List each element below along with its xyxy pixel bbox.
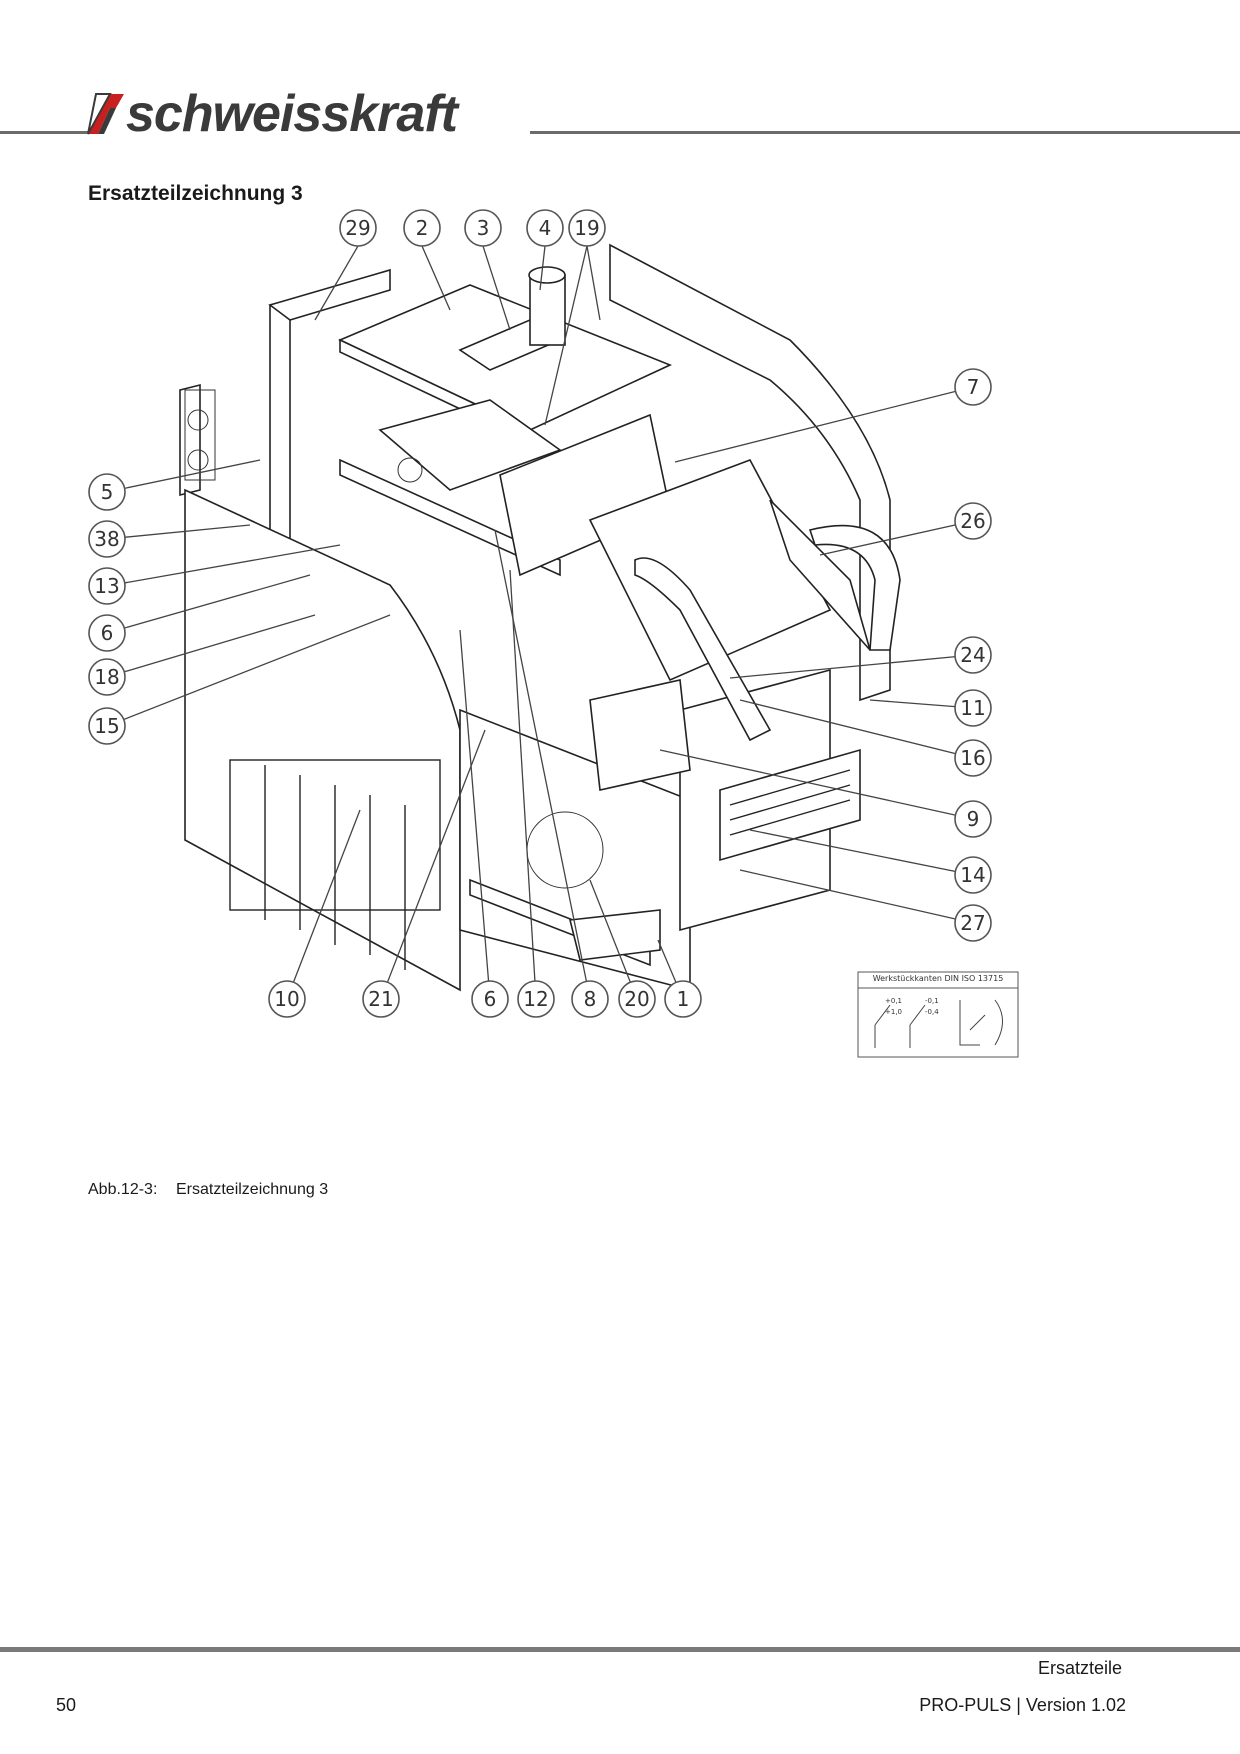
- header-rule-right: [530, 131, 1240, 134]
- callout-10: 10: [268, 980, 306, 1018]
- leader-lines: [106, 245, 974, 1000]
- svg-text:26: 26: [960, 509, 985, 533]
- svg-text:+0,1: +0,1: [885, 997, 902, 1005]
- figure-caption: Abb.12-3: Ersatzteilzeichnung 3: [88, 1181, 328, 1199]
- callout-38: 38: [88, 520, 126, 558]
- svg-text:18: 18: [94, 665, 119, 689]
- svg-text:6: 6: [484, 987, 497, 1011]
- callout-5: 5: [88, 473, 126, 511]
- exploded-parts-drawing: 29 2 3 4 19 7 5 38 13 6 18 15 26 24 11 1…: [88, 209, 1019, 1058]
- svg-text:38: 38: [94, 527, 119, 551]
- figure-caption-number: Abb.12-3:: [88, 1181, 158, 1198]
- svg-text:1: 1: [677, 987, 690, 1011]
- callout-14: 14: [954, 856, 992, 894]
- callout-19: 19: [568, 209, 606, 247]
- svg-text:-0,4: -0,4: [925, 1008, 939, 1016]
- callout-20: 20: [618, 980, 656, 1018]
- svg-text:-0,1: -0,1: [925, 997, 939, 1005]
- svg-text:4: 4: [539, 216, 552, 240]
- svg-text:12: 12: [523, 987, 548, 1011]
- svg-text:+1,0: +1,0: [885, 1008, 902, 1016]
- callout-2: 2: [403, 209, 441, 247]
- callout-27: 27: [954, 904, 992, 942]
- callout-15: 15: [88, 707, 126, 745]
- svg-text:9: 9: [967, 807, 980, 831]
- brand-logo-icon: [87, 93, 124, 135]
- footer-section-name: Ersatzteile: [1037, 1658, 1122, 1678]
- brand-wordmark: schweisskraft: [126, 85, 458, 143]
- callout-8: 8: [571, 980, 609, 1018]
- callout-16: 16: [954, 739, 992, 777]
- chassis-plate: [339, 399, 671, 577]
- svg-text:8: 8: [584, 987, 597, 1011]
- top-cover: [338, 266, 673, 444]
- footer-rule: [0, 1647, 1240, 1652]
- brand-logo: schweisskraft: [86, 86, 536, 142]
- svg-text:10: 10: [274, 987, 299, 1011]
- svg-text:16: 16: [960, 746, 985, 770]
- callout-6-bottom: 6: [471, 980, 509, 1018]
- svg-text:24: 24: [960, 643, 985, 667]
- svg-text:21: 21: [368, 987, 393, 1011]
- header-rule-left: [0, 131, 88, 134]
- page-number: 50: [56, 1695, 77, 1715]
- callout-7: 7: [954, 368, 992, 406]
- svg-text:11: 11: [960, 696, 985, 720]
- svg-text:13: 13: [94, 574, 119, 598]
- svg-text:19: 19: [574, 216, 599, 240]
- svg-text:Werkstückkanten DIN ISO 13715: Werkstückkanten DIN ISO 13715: [873, 974, 1004, 983]
- svg-text:15: 15: [94, 714, 119, 738]
- edge-tolerance-table: Werkstückkanten DIN ISO 13715 +0,1 +1,0 …: [857, 971, 1019, 1058]
- svg-text:27: 27: [960, 911, 985, 935]
- callout-13: 13: [88, 567, 126, 605]
- svg-text:14: 14: [960, 863, 985, 887]
- section-title: Ersatzteilzeichnung 3: [88, 182, 303, 205]
- callout-9: 9: [954, 800, 992, 838]
- svg-text:5: 5: [101, 480, 114, 504]
- callout-4: 4: [526, 209, 564, 247]
- callout-26: 26: [954, 502, 992, 540]
- callout-21: 21: [362, 980, 400, 1018]
- svg-text:29: 29: [345, 216, 370, 240]
- rear-frame: [179, 268, 391, 600]
- callout-bubbles: 29 2 3 4 19 7 5 38 13 6 18 15 26 24 11 1…: [88, 209, 992, 1018]
- front-right-panel: [588, 459, 901, 932]
- callout-3: 3: [464, 209, 502, 247]
- vent-grille-left: [229, 759, 441, 970]
- callout-6-left: 6: [88, 614, 126, 652]
- svg-text:20: 20: [624, 987, 649, 1011]
- callout-1: 1: [664, 980, 702, 1018]
- document-version: PRO-PULS | Version 1.02: [919, 1695, 1126, 1715]
- callout-24: 24: [954, 636, 992, 674]
- svg-text:2: 2: [416, 216, 429, 240]
- callout-11: 11: [954, 689, 992, 727]
- figure-caption-text: Ersatzteilzeichnung 3: [176, 1181, 329, 1198]
- svg-text:6: 6: [101, 621, 114, 645]
- callout-29: 29: [339, 209, 377, 247]
- svg-text:3: 3: [477, 216, 490, 240]
- callout-18: 18: [88, 658, 126, 696]
- callout-12: 12: [517, 980, 555, 1018]
- svg-text:7: 7: [967, 375, 980, 399]
